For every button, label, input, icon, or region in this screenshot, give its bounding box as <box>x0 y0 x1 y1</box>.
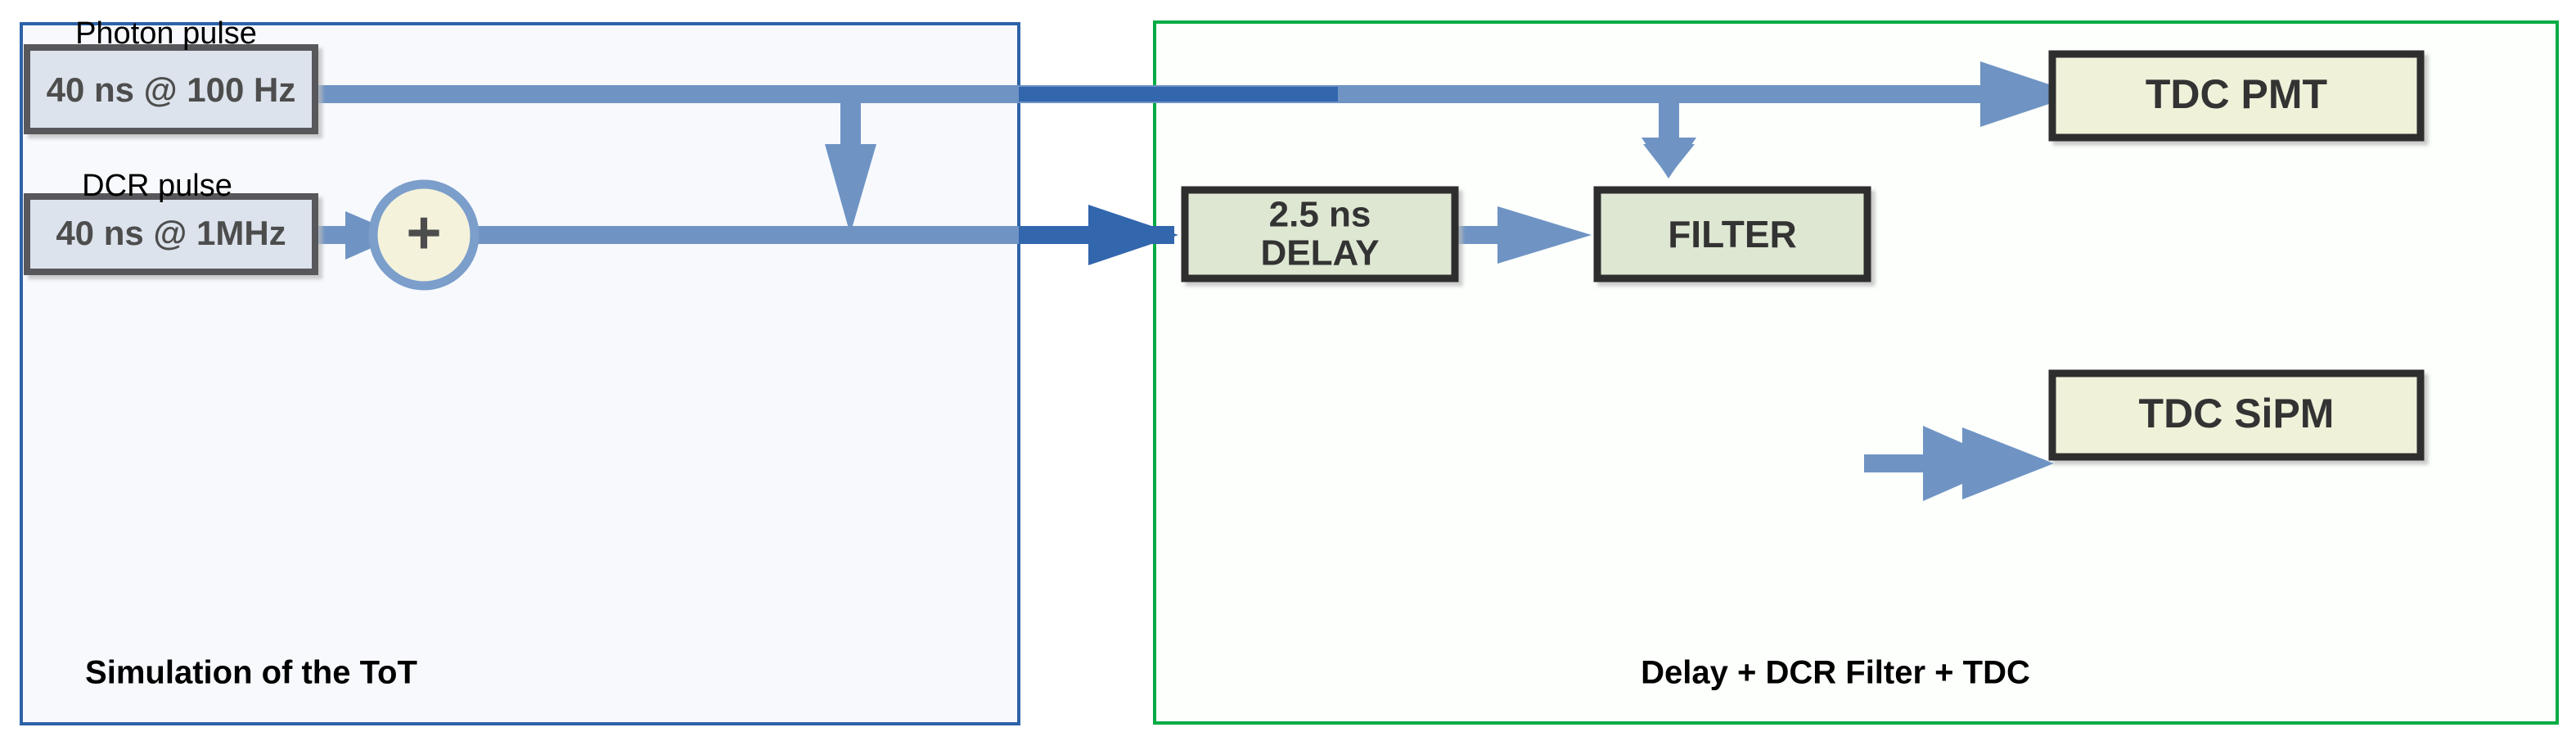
connector-photon-branch-to-filter <box>1642 93 1696 178</box>
block-summing-junction[interactable]: + <box>368 179 480 291</box>
tdc-pmt-label: TDC PMT <box>2146 71 2327 117</box>
block-photon-source[interactable]: 40 ns @ 100 Hz <box>24 44 318 134</box>
connector-photon-branch-to-sum <box>825 93 876 234</box>
block-tdc-sipm[interactable]: TDC SiPM <box>2048 369 2425 461</box>
summing-junction-circle[interactable] <box>368 179 480 291</box>
connector-filter-to-tdc-sipm <box>1864 426 2054 501</box>
block-delay[interactable]: 2.5 ns DELAY <box>1181 186 1459 282</box>
block-filter[interactable]: FILTER <box>1593 186 1871 282</box>
tdc-sipm-box[interactable] <box>2048 369 2425 461</box>
block-dcr-source[interactable]: 40 ns @ 1MHz <box>24 193 318 275</box>
connector-sum-to-delay <box>475 205 1178 265</box>
photon-source-box[interactable] <box>24 44 318 134</box>
tdc-sipm-label: TDC SiPM <box>2139 391 2335 436</box>
filter-box[interactable] <box>1593 186 1871 282</box>
delay-label-line2: DELAY <box>1260 233 1379 273</box>
dcr-source-box[interactable] <box>24 193 318 275</box>
filter-label: FILTER <box>1668 213 1797 255</box>
dcr-source-over-label: DCR pulse <box>82 169 232 203</box>
tdc-pmt-box[interactable] <box>2048 50 2425 142</box>
connector-delay-to-filter <box>1448 206 1592 264</box>
delay-label-line1: 2.5 ns <box>1269 195 1371 235</box>
summing-junction-symbol: + <box>406 199 441 267</box>
panel-caption-delay-filter-tdc: Delay + DCR Filter + TDC <box>1641 655 2030 691</box>
delay-box[interactable] <box>1181 186 1459 282</box>
dcr-source-label: 40 ns @ 1MHz <box>56 214 286 252</box>
photon-source-over-label: Photon pulse <box>75 16 257 51</box>
panel-caption-tot-simulation: Simulation of the ToT <box>85 655 417 691</box>
block-tdc-pmt[interactable]: TDC PMT <box>2048 50 2425 142</box>
photon-source-label: 40 ns @ 100 Hz <box>47 70 296 109</box>
